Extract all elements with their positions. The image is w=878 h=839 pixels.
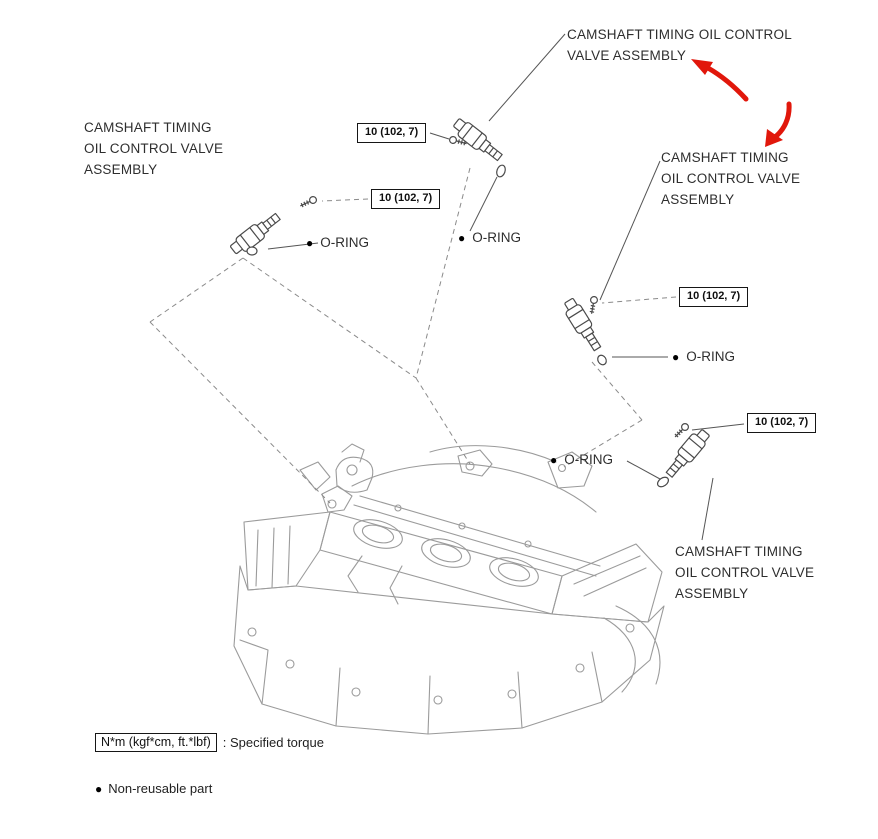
oil-control-valve-right <box>559 295 607 366</box>
non-reusable-bullet-icon: ● <box>672 349 680 364</box>
callout-valve-assembly-top: CAMSHAFT TIMING OIL CONTROL VALVE ASSEMB… <box>567 27 792 63</box>
red-annotation-arrows <box>691 59 792 147</box>
dashed-leader-lines <box>149 167 677 504</box>
callout-valve-assembly-left: CAMSHAFT TIMING OIL CONTROL VALVE ASSEMB… <box>84 120 224 177</box>
oil-control-valve-left <box>227 194 319 259</box>
oring-label-text: O-RING <box>472 230 521 245</box>
non-reusable-bullet-icon: ● <box>306 235 314 250</box>
o-ring-top <box>496 164 506 178</box>
oil-control-valve-top <box>448 115 506 178</box>
torque-spec-box-bottom-right: 10 (102, 7) <box>747 413 817 433</box>
oring-label-bottom: ● O-RING <box>550 452 613 467</box>
legend-non-reusable: ● Non-reusable part <box>95 781 212 796</box>
non-reusable-bullet-icon: ● <box>95 781 103 796</box>
o-ring-bottom <box>656 476 670 488</box>
legend-non-reusable-text: Non-reusable part <box>108 781 213 796</box>
oring-label-left: ● O-RING <box>306 235 369 250</box>
engine-illustration <box>233 443 665 735</box>
oring-label-text: O-RING <box>320 235 369 250</box>
torque-unit-box: N*m (kgf*cm, ft.*lbf) <box>95 733 217 752</box>
red-arrow-down-head <box>765 129 783 147</box>
torque-spec-box-top: 10 (102, 7) <box>357 123 427 143</box>
legend-torque-text: : Specified torque <box>222 735 324 750</box>
legend-specified-torque: N*m (kgf*cm, ft.*lbf) : Specified torque <box>95 733 324 752</box>
torque-spec-box-left: 10 (102, 7) <box>371 189 441 209</box>
oring-label-text: O-RING <box>686 349 735 364</box>
oring-label-text: O-RING <box>564 452 613 467</box>
non-reusable-bullet-icon: ● <box>550 452 558 467</box>
red-arrow-up-left-head <box>691 59 713 75</box>
callout-valve-assembly-right: CAMSHAFT TIMING OIL CONTROL VALVE ASSEMB… <box>661 150 801 207</box>
o-ring-left <box>246 246 258 256</box>
o-ring-right <box>597 354 607 366</box>
red-arrow-down <box>772 101 792 140</box>
non-reusable-bullet-icon: ● <box>458 230 466 245</box>
torque-spec-box-right: 10 (102, 7) <box>679 287 749 307</box>
valve-parts <box>227 115 713 488</box>
red-arrow-up-left <box>705 65 749 102</box>
oil-control-valve-bottom-right <box>656 421 713 488</box>
oring-label-right: ● O-RING <box>672 349 735 364</box>
solid-leader-lines <box>267 33 745 541</box>
callout-valve-assembly-bottom-right: CAMSHAFT TIMING OIL CONTROL VALVE ASSEMB… <box>675 544 815 601</box>
oring-label-center: ● O-RING <box>458 230 521 245</box>
